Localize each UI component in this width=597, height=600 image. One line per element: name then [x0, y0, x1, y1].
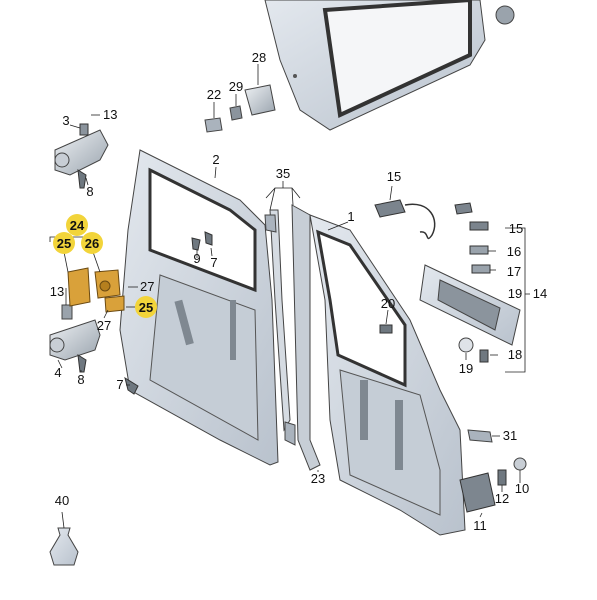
callout-4: 4 — [54, 365, 61, 380]
callout-8-top: 8 — [86, 184, 93, 199]
parts-right-lower — [459, 429, 527, 513]
grease-bag-40 — [49, 527, 79, 566]
callout-15-top: 15 — [387, 169, 401, 184]
callout-19-lower: 19 — [459, 361, 473, 376]
callout-22: 22 — [207, 87, 221, 102]
round-stopper-top — [495, 5, 515, 25]
callout-7-lower: 7 — [116, 377, 123, 392]
callout-labels: 3 13 8 2 28 29 22 35 1 15 15 16 17 19 14… — [50, 50, 547, 533]
plate-13 — [61, 304, 73, 320]
hinge-4 — [49, 319, 101, 361]
callout-1: 1 — [347, 209, 354, 224]
callout-31: 31 — [503, 428, 517, 443]
callout-40: 40 — [55, 493, 69, 508]
seal-strip-23 — [291, 204, 321, 471]
callout-13-top: 13 — [103, 107, 117, 122]
callout-9: 9 — [193, 251, 200, 266]
highlight-26 — [81, 232, 103, 254]
door-1-panel — [309, 214, 466, 536]
callout-18: 18 — [508, 347, 522, 362]
callout-16: 16 — [507, 244, 521, 259]
callout-27-lower: 27 — [97, 318, 111, 333]
callout-11: 11 — [473, 518, 487, 533]
callout-15-right: 15 — [509, 221, 523, 236]
bolts-small — [77, 169, 393, 395]
highlighted-lock-assembly — [67, 267, 125, 313]
cable-switch-15 — [374, 199, 491, 363]
door-2-panel — [119, 149, 279, 466]
callout-17: 17 — [507, 264, 521, 279]
highlight-25-right — [135, 296, 157, 318]
callout-3: 3 — [62, 113, 69, 128]
handle-module-14 — [419, 264, 521, 346]
callout-12: 12 — [495, 491, 509, 506]
callout-25-left: 25 — [57, 236, 71, 251]
callout-2: 2 — [212, 152, 219, 167]
callout-7-upper: 7 — [210, 255, 217, 270]
callout-29: 29 — [229, 79, 243, 94]
hinge-3 — [54, 123, 109, 176]
highlight-markers — [53, 214, 157, 318]
seal-strip-35 — [264, 209, 296, 446]
callout-26: 26 — [85, 236, 99, 251]
callout-8-lower: 8 — [77, 372, 84, 387]
callout-20: 20 — [381, 296, 395, 311]
highlight-25-left — [53, 232, 75, 254]
callout-23: 23 — [311, 471, 325, 486]
callout-35: 35 — [276, 166, 290, 181]
highlight-24 — [66, 214, 88, 236]
callout-24: 24 — [70, 218, 85, 233]
callout-14: 14 — [533, 286, 547, 301]
callout-10: 10 — [515, 481, 529, 496]
callout-25-right: 25 — [139, 300, 153, 315]
vehicle-body-section — [264, 0, 486, 131]
callout-27-right: 27 — [140, 279, 154, 294]
callout-13-left: 13 — [50, 284, 64, 299]
leader-lines — [49, 64, 530, 529]
callout-28: 28 — [252, 50, 266, 65]
parts-top-center — [204, 84, 276, 133]
callout-19-right: 19 — [508, 286, 522, 301]
